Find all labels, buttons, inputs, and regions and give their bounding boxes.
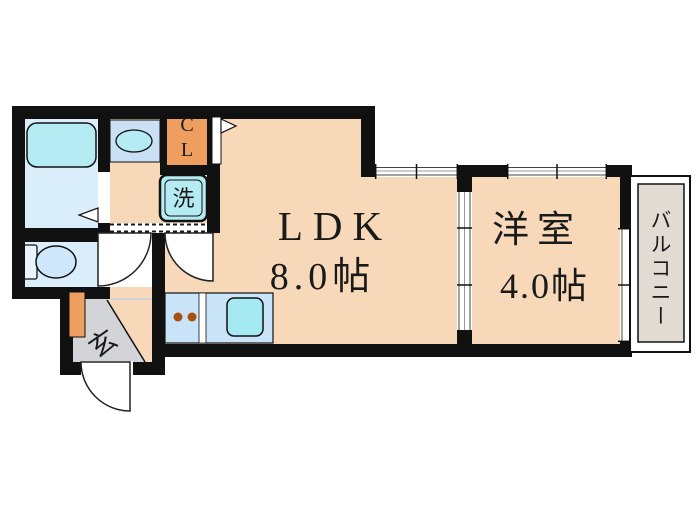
closet-door-arrow: [220, 118, 238, 134]
wall-top-band-b: [607, 165, 632, 177]
wall-closet-left: [160, 113, 167, 165]
wall-closet-bottom: [160, 165, 207, 175]
balcony-label: バルコニー: [648, 209, 672, 329]
washing-machine-inner: [164, 179, 203, 217]
bathroom-door-arrow: [77, 207, 99, 223]
wall-bath-divider-top: [98, 119, 110, 172]
wall-top: [12, 106, 373, 119]
entrance-door-swing: [80, 361, 131, 412]
windows: [374, 164, 634, 343]
wall-left: [12, 106, 25, 299]
ldk-room-label: LDK: [277, 203, 393, 249]
closet-label-c: C: [180, 114, 194, 136]
stove-burner: [173, 312, 183, 322]
entrance-step-line: [106, 299, 146, 363]
wall-partition-bottom-stub: [457, 330, 472, 344]
vanity-sink: [115, 129, 153, 153]
balcony: [629, 175, 691, 353]
wall-center: [152, 233, 165, 375]
bathtub: [26, 122, 97, 168]
walls: [12, 106, 632, 375]
floors: [25, 119, 620, 363]
toilet-bowl: [35, 245, 77, 279]
western-room-floor: [472, 177, 620, 344]
wall-partition-top-stub: [457, 177, 472, 192]
toilet-tank: [22, 244, 38, 280]
washroom-opening: [110, 223, 207, 233]
wall-top-band-a: [458, 165, 507, 177]
wall-step: [361, 106, 375, 177]
kitchen-counter-divider: [198, 292, 207, 344]
fixtures: [22, 113, 274, 344]
western-room-label: 洋室: [492, 210, 582, 251]
room-partition-sliding-door: [457, 192, 472, 330]
wall-bath-bottom: [12, 228, 110, 242]
ldk-window: [374, 164, 459, 179]
ldk-floor: [152, 119, 457, 344]
washer-label: 洗: [172, 186, 195, 211]
hall-door-swing: [164, 232, 214, 282]
kitchen-sink: [226, 297, 264, 337]
bathroom-door-gap: [98, 172, 110, 223]
balcony-inner: [637, 183, 685, 343]
ldk-room-size: 8.0帖: [269, 256, 376, 298]
closet-label-l: L: [180, 139, 194, 161]
stove-burner: [187, 312, 197, 322]
toilet-door-swing: [97, 232, 152, 287]
doors: [68, 116, 238, 412]
western-room-window: [506, 164, 608, 179]
shoe-cabinet: [68, 291, 86, 338]
opening-band: [110, 223, 207, 233]
entrance-hall-triangle: [107, 300, 152, 362]
wall-bottom-main: [152, 344, 632, 357]
closet-door-panel: [211, 116, 222, 165]
western-room-size: 4.0帖: [499, 266, 589, 306]
closet-box: [167, 113, 207, 165]
